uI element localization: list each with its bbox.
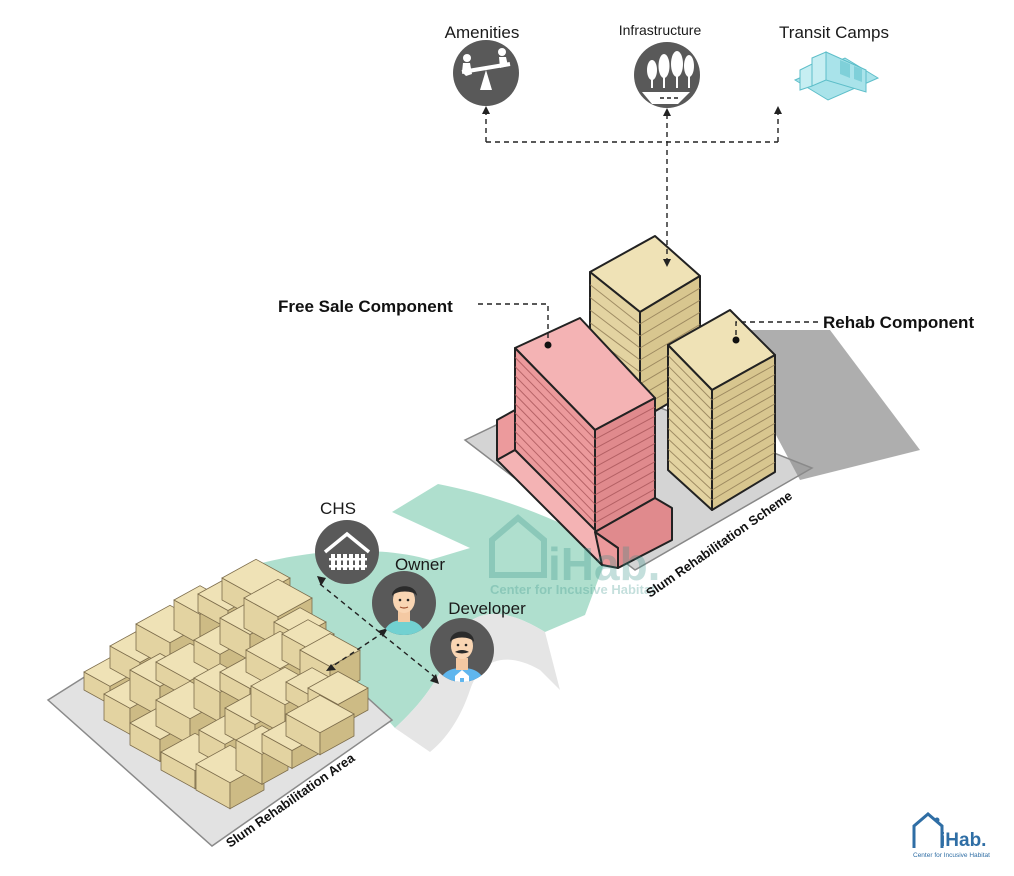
floor-line [667, 417, 713, 461]
stakeholder-connectors [317, 576, 439, 684]
floor-line [514, 394, 596, 477]
floor-line [639, 324, 701, 361]
floor-line [667, 355, 713, 401]
floor-line [711, 364, 776, 401]
floor-line [589, 296, 641, 337]
chs-label: CHS [320, 499, 356, 518]
floor-line [594, 443, 656, 477]
ihab-logo: iHab. Center for Incusive Habitat [912, 812, 990, 859]
logo-tagline: Center for Incusive Habitat [913, 852, 990, 859]
house-fence-icon [315, 520, 379, 584]
slum-house-roof [243, 578, 313, 618]
floor-line [667, 375, 713, 421]
floor-line [711, 422, 776, 461]
floor-line [711, 432, 776, 471]
logo-name: iHab. [940, 830, 986, 851]
floor-line [589, 322, 641, 361]
developer-person-icon [430, 618, 494, 682]
slum-house-roof [307, 671, 369, 705]
developer-label: Developer [448, 599, 526, 618]
top-connectors [482, 106, 782, 267]
transit-camps-label: Transit Camps [779, 23, 889, 42]
floor-line [594, 461, 656, 496]
floor-line [667, 438, 713, 481]
floor-line [711, 461, 776, 501]
floor-line [639, 311, 701, 349]
watermark-tagline: Center for Incusive Habitat [490, 582, 656, 597]
floor-line [711, 413, 776, 451]
floor-line [667, 407, 713, 451]
floor-line [711, 383, 776, 421]
floor-line [514, 440, 596, 524]
floor-line [594, 415, 656, 449]
infrastructure-label: Infrastructure [619, 22, 702, 38]
owner-person-icon [372, 571, 436, 635]
floor-line [589, 284, 641, 325]
rehab-leader [732, 321, 818, 344]
floor-line [667, 365, 713, 411]
floor-line [514, 356, 596, 440]
floor-line [594, 433, 656, 468]
floor-line [639, 287, 701, 325]
amenities-label: Amenities [445, 23, 520, 42]
free-sale-building [496, 317, 673, 569]
slum-house-roof [285, 694, 355, 734]
floor-line [594, 479, 656, 514]
slum-houses [83, 558, 369, 810]
watermark-name: iHab. [548, 538, 660, 590]
floor-line [667, 459, 713, 501]
floor-line [711, 393, 776, 431]
floor-line [594, 424, 656, 459]
floor-line [639, 299, 701, 337]
floor-line [711, 403, 776, 441]
floor-line [514, 403, 596, 486]
floor-line [594, 406, 656, 440]
floor-line [514, 421, 596, 505]
rehab-label: Rehab Component [823, 313, 974, 332]
seesaw-icon [453, 40, 519, 106]
owner-label: Owner [395, 555, 445, 574]
free-sale-label: Free Sale Component [278, 297, 453, 316]
floor-line [667, 427, 713, 471]
floor-line [711, 452, 776, 491]
floor-line [514, 375, 596, 459]
trees-road-icon [634, 42, 700, 108]
ihab-watermark: iHab. Center for Incusive Habitat [489, 514, 660, 597]
floor-line [667, 386, 713, 431]
slum-house-roof [281, 619, 335, 649]
floor-line [711, 442, 776, 481]
floor-line [711, 374, 776, 411]
floor-line [594, 488, 656, 524]
floor-line [594, 470, 656, 505]
floor-line [514, 412, 596, 496]
floor-line [514, 384, 596, 468]
floor-line [514, 366, 596, 449]
rehab-tower [667, 309, 776, 511]
floor-line [667, 448, 713, 491]
floor-line [594, 452, 656, 487]
floor-line [589, 309, 641, 349]
floor-line [667, 396, 713, 441]
transit-camp-icon [793, 51, 880, 101]
free-sale-leader [478, 303, 552, 349]
floor-line [514, 431, 596, 514]
